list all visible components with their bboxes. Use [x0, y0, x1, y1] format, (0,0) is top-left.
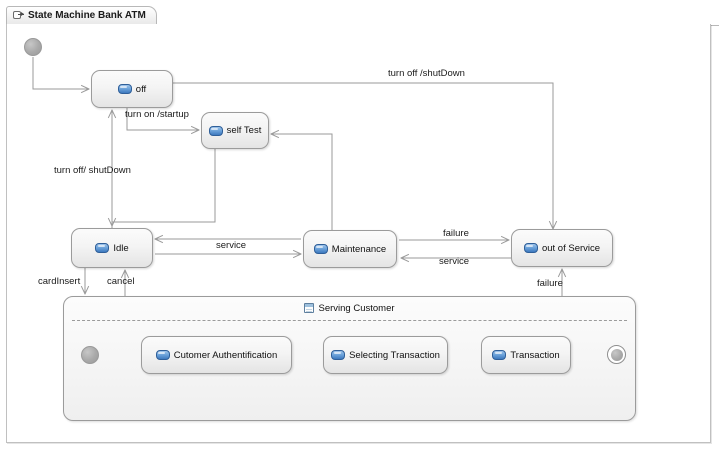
transition-label-turn-off-shutdown: turn off /shutDown	[388, 68, 465, 79]
transition-label-failure-top: failure	[443, 228, 469, 239]
state-label: Selecting Transaction	[349, 349, 440, 361]
edge-initial-to-off	[32, 57, 89, 89]
state-icon	[117, 84, 132, 94]
transition-label-cardinsert: cardInsert	[38, 276, 81, 287]
transition-label-turn-off-shutdown-2: turn off/ shutDown	[54, 165, 131, 176]
state-machine-icon	[13, 11, 24, 20]
state-icon	[331, 350, 346, 360]
initial-pseudostate-inner[interactable]	[81, 346, 99, 364]
state-icon	[313, 244, 328, 254]
transition-label-cancel: cancel	[107, 276, 135, 287]
state-label: off	[135, 83, 147, 95]
state-icon	[95, 243, 110, 253]
composite-state-icon	[304, 303, 315, 313]
tab-state-machine-bank-atm[interactable]: State Machine Bank ATM	[6, 6, 157, 24]
state-out-of-service[interactable]: out of Service	[511, 229, 613, 267]
tab-label: State Machine Bank ATM	[28, 10, 146, 21]
composite-state-title: Serving Customer	[318, 302, 395, 314]
edge-selftest-to-idle	[112, 149, 216, 226]
edge-maintenance-to-selftest	[271, 134, 333, 230]
state-maintenance[interactable]: Maintenance	[303, 230, 397, 268]
tab-bar: State Machine Bank ATM	[6, 6, 719, 26]
state-selecting-transaction[interactable]: Selecting Transaction	[323, 336, 448, 374]
initial-pseudostate-top[interactable]	[24, 38, 42, 56]
state-customer-authentification[interactable]: Cutomer Authentification	[141, 336, 292, 374]
state-transaction[interactable]: Transaction	[481, 336, 571, 374]
state-label: Cutomer Authentification	[173, 349, 278, 361]
final-state-inner[interactable]	[607, 345, 626, 364]
state-icon	[155, 350, 170, 360]
region-divider	[72, 320, 627, 321]
state-machine-diagram: Serving Customer off self Test Idle	[7, 24, 712, 443]
transition-label-service-right: service	[439, 256, 470, 267]
state-off[interactable]: off	[91, 70, 173, 108]
state-idle[interactable]: Idle	[71, 228, 153, 268]
state-icon	[523, 243, 538, 253]
state-label: Maintenance	[331, 243, 387, 255]
state-icon	[492, 350, 507, 360]
state-label: out of Service	[541, 242, 601, 254]
state-label: self Test	[226, 125, 262, 136]
state-label: Idle	[113, 242, 129, 254]
transition-label-failure-bottom: failure	[537, 278, 563, 289]
diagram-canvas[interactable]: Serving Customer off self Test Idle	[6, 24, 711, 443]
transition-label-service-left: service	[216, 240, 247, 251]
state-label: Transaction	[510, 349, 560, 361]
composite-state-header: Serving Customer	[64, 297, 635, 319]
state-self-test[interactable]: self Test	[201, 112, 269, 149]
edge-off-to-outofservice	[173, 82, 553, 229]
state-icon	[208, 125, 223, 136]
transition-label-turn-on-startup: turn on /startup	[125, 109, 189, 120]
